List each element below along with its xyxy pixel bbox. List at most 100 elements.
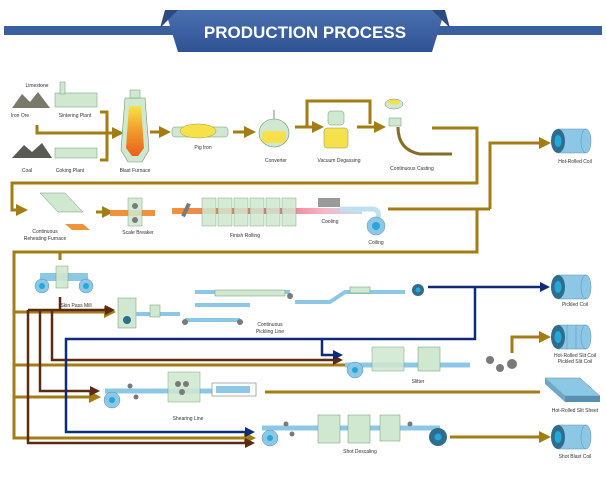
pickling-uncoiler	[123, 316, 131, 324]
pipe-to-hot-rolled-coil	[488, 137, 551, 209]
raw-materials: Limestone Iron Ore Sintering Plant Coal …	[11, 81, 98, 174]
label-sintering-plant: Sintering Plant	[59, 113, 92, 119]
pipe-plants-collector	[100, 110, 109, 162]
reheat-slab	[65, 224, 90, 230]
casting-rollers	[397, 126, 452, 155]
label-coiling: Coiling	[368, 240, 384, 246]
pig-iron-ladle	[179, 123, 217, 139]
continuous-casting: Continuous Casting	[384, 98, 452, 172]
blast-furnace-top	[129, 89, 141, 99]
label-reheat-line2: Reheating Furnace	[24, 236, 67, 242]
stand	[217, 197, 233, 227]
stand	[265, 197, 281, 227]
pipe-navy-to-shot	[64, 287, 477, 437]
product-slit-coil: Hot-Rolled Slit Coil Pickled Slit Coil	[551, 324, 596, 365]
label-hot-rolled-slit-sheet: Hot-Rolled Slit Sheet	[552, 408, 599, 414]
roller	[175, 381, 181, 387]
converter-steel	[262, 131, 286, 143]
pickling-tanks	[214, 289, 286, 297]
skin-pass-mill: Skin Pass Mill	[34, 265, 94, 309]
slitter-recoiler	[507, 359, 517, 369]
shot-blast-cabinet	[317, 414, 341, 444]
coil-end	[580, 274, 592, 300]
roller	[287, 293, 293, 299]
title-banner: PRODUCTION PROCESS	[4, 10, 602, 52]
runout-table	[340, 206, 381, 219]
pipe-distribution-main	[12, 209, 479, 444]
label-finish-rolling: Finish Rolling	[230, 233, 260, 239]
scale-breaker-stand	[127, 197, 143, 227]
label-cooling: Cooling	[322, 219, 339, 225]
label-pickling-line2: Pickling Line	[256, 329, 284, 335]
coil-core	[554, 431, 562, 443]
roller	[183, 381, 189, 387]
coil-core	[554, 135, 562, 147]
roller	[283, 421, 289, 427]
slitter-uncoiler-core	[352, 367, 358, 373]
label-shot-blast-coil: Shot Blast Coil	[559, 454, 592, 460]
scale-breaker: Scale Breaker	[110, 197, 155, 236]
shot-recoiler-core	[434, 433, 442, 441]
shot-descaling: Shot Descaling	[261, 414, 447, 455]
converter: Converter	[258, 110, 290, 164]
label-pickled-slit-coil: Pickled Slit Coil	[558, 359, 592, 365]
slitter: Slitter	[345, 346, 517, 385]
label-coking-plant: Coking Plant	[56, 168, 85, 174]
coal-pile	[12, 143, 52, 158]
roller	[132, 203, 138, 209]
casting-strand	[396, 126, 452, 156]
pipe-brown-slitter	[50, 310, 343, 365]
coking-plant-icon	[54, 147, 98, 159]
roller	[407, 421, 413, 427]
blast-furnace-molten	[126, 106, 144, 156]
stand	[281, 197, 297, 227]
coil-end	[580, 128, 592, 154]
label-iron-ore: Iron Ore	[11, 113, 30, 119]
sintering-chimney	[59, 81, 66, 95]
pipe-brown-shot	[26, 310, 255, 448]
vd-ladle	[323, 127, 349, 149]
roller	[486, 356, 494, 364]
shear-leveler	[167, 371, 201, 403]
label-shot-descaling: Shot Descaling	[343, 449, 377, 455]
shot-uncoiler-core	[267, 435, 273, 441]
label-vacuum-degassing: Vacuum Degassing	[318, 158, 361, 164]
roller	[133, 394, 139, 400]
label-continuous-casting: Continuous Casting	[390, 166, 434, 172]
pig-iron-car: Pig Iron	[171, 123, 229, 151]
roller	[289, 431, 295, 437]
coiler-core	[372, 222, 380, 230]
roller	[237, 319, 243, 325]
label-shearing-line: Shearing Line	[173, 416, 204, 422]
banner-plate	[165, 10, 445, 52]
label-skin-pass-mill: Skin Pass Mill	[60, 303, 91, 309]
tundish-steel	[388, 99, 400, 105]
roller	[132, 217, 138, 223]
pipe-iron-ore	[35, 125, 115, 135]
banner-fold-right	[432, 10, 450, 28]
finishing-stands	[201, 197, 297, 227]
slitter-tension	[417, 346, 441, 372]
finish-rolling: Finish Rolling	[172, 197, 362, 239]
stand	[233, 197, 249, 227]
pickling-recoiler-core	[415, 287, 421, 293]
recoiler-core	[83, 283, 89, 289]
pipe-casting-to-reheat	[10, 126, 479, 216]
pickling-trimmer	[349, 286, 371, 294]
iron-ore-pile	[12, 92, 50, 108]
edger	[181, 202, 191, 218]
product-hot-rolled-coil: Hot-Rolled Coil	[551, 128, 592, 165]
stand	[201, 197, 217, 227]
shearing-uncoiler-core	[109, 397, 115, 403]
shot-blast-cabinet	[347, 414, 371, 444]
product-slit-sheet: Hot-Rolled Slit Sheet	[544, 377, 601, 414]
vacuum-degassing: Vacuum Degassing	[318, 110, 361, 164]
reheat-furnace-body	[39, 192, 84, 213]
pickling-welder	[149, 304, 161, 318]
label-converter: Converter	[265, 158, 287, 164]
stand	[249, 197, 265, 227]
continuous-pickling-line: Continuous Pickling Line	[117, 284, 424, 335]
label-hot-rolled-coil: Hot-Rolled Coil	[558, 159, 592, 165]
pipe-vd-bypass	[305, 99, 372, 127]
